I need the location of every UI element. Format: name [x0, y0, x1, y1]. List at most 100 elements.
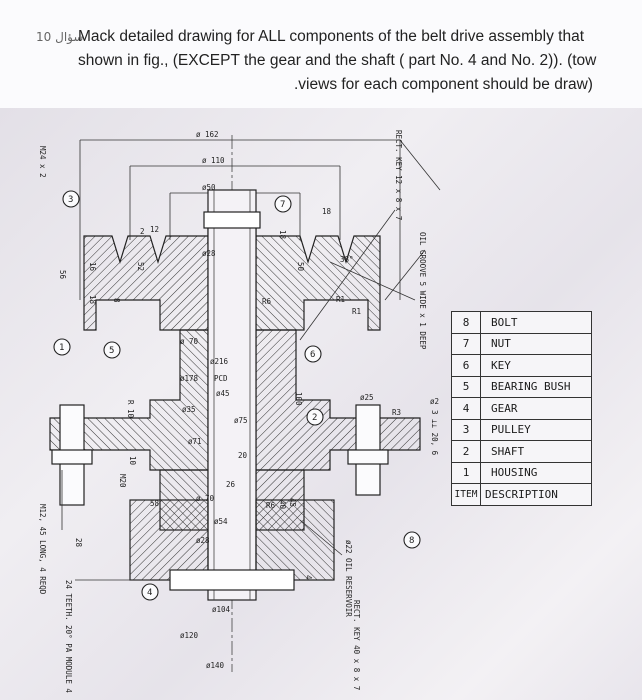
- dim-d2: ø2: [430, 397, 439, 406]
- assembly-drawing: ø 162 ø 110 ø50 ø28 ø 70 ø216 ø178 PCD ø…: [38, 130, 441, 693]
- note-oil-groove: OIL GROOVE 5 WIDE x 1 DEEP: [418, 232, 427, 350]
- dim-r10: R 10: [126, 400, 135, 419]
- balloon-7-label: 7: [280, 200, 285, 210]
- item-description: PULLEY: [480, 418, 592, 441]
- dim-56: 56: [58, 270, 67, 280]
- balloon-1: 1: [53, 338, 71, 356]
- dim-40: 40: [278, 500, 287, 510]
- dim-d25: ø25: [360, 393, 374, 402]
- balloon-2-label: 2: [312, 413, 317, 423]
- leader-lines: [61, 209, 416, 581]
- top-nut: [203, 211, 261, 229]
- question-number: 10 سؤال: [36, 30, 84, 44]
- dim-50: 50: [296, 262, 305, 272]
- dim-100: 100: [294, 392, 303, 406]
- dim-16: 16: [88, 262, 97, 272]
- bolts: [51, 404, 389, 506]
- item-description: SHAFT: [480, 440, 592, 463]
- item-number: 2: [451, 440, 481, 463]
- dim-d28a: ø28: [202, 249, 216, 258]
- dim-58: 58: [150, 499, 160, 508]
- dim-d110: ø 110: [202, 156, 225, 165]
- balloon-5: 5: [103, 341, 121, 359]
- dim-18c: 18: [278, 230, 287, 240]
- dim-8: 8: [112, 298, 121, 303]
- dim-m20: M20: [118, 474, 127, 488]
- balloon-4: 4: [141, 583, 159, 601]
- dim-r1b: R1: [352, 307, 361, 316]
- balloon-2: 2: [306, 408, 324, 426]
- balloon-3-label: 3: [68, 195, 73, 205]
- question-header: 10 سؤال Mack detailed drawing for ALL co…: [0, 0, 642, 108]
- dim-d70b: ø 70: [196, 494, 215, 503]
- shaft: [207, 189, 257, 601]
- dim-2: 2: [140, 227, 145, 236]
- dim-26: 26: [226, 480, 236, 489]
- note-thread: M24 x 2: [38, 146, 47, 178]
- balloon-3: 3: [62, 190, 80, 208]
- balloon-1-label: 1: [59, 343, 64, 353]
- dim-d70a: ø 70: [180, 337, 199, 346]
- gear-section: [129, 499, 335, 591]
- balloon-6-label: 6: [310, 350, 315, 360]
- item-description: BEARING BUSH: [480, 375, 592, 398]
- dim-20: 20: [238, 451, 248, 460]
- dim-d120: ø120: [180, 631, 199, 640]
- balloon-8-label: 8: [409, 536, 414, 546]
- item-number: 4: [451, 397, 481, 420]
- dim-r1a: R1: [336, 295, 345, 304]
- item-number: 5: [451, 375, 481, 398]
- question-text-line-1: Mack detailed drawing for ALL components…: [78, 28, 585, 45]
- dim-d162: ø 162: [196, 130, 219, 139]
- dim-d104: ø104: [212, 605, 231, 614]
- dim-r3: R3: [392, 408, 401, 417]
- item-number: 7: [451, 332, 481, 355]
- dim-12: 12: [150, 225, 159, 234]
- dim-18a: 18: [88, 295, 97, 305]
- dim-d140: ø140: [206, 661, 225, 670]
- dim-d75: ø75: [234, 416, 248, 425]
- balloon-6: 6: [304, 345, 322, 363]
- top-dimension-lines: [79, 139, 441, 301]
- dim-d50: ø50: [202, 183, 216, 192]
- dim-d35: ø35: [182, 405, 196, 414]
- balloon-8: 8: [403, 531, 421, 549]
- item-number: 8: [451, 311, 481, 334]
- item-description: NUT: [480, 332, 592, 355]
- item-description: KEY: [480, 354, 592, 377]
- item-number: 3: [451, 418, 481, 441]
- dim-18b: 18: [322, 207, 332, 216]
- item-number: 6: [451, 354, 481, 377]
- item-number: 1: [451, 461, 481, 484]
- dim-d54: ø54: [214, 517, 228, 526]
- question-text-line-3: .views for each component should be draw…: [294, 76, 593, 93]
- item-description: BOLT: [480, 311, 592, 334]
- dim-10: 10: [128, 456, 137, 466]
- balloon-4-label: 4: [147, 588, 152, 598]
- dim-45: 45: [288, 498, 297, 507]
- balloon-7: 7: [274, 195, 292, 213]
- dim-r6a: R6: [262, 297, 272, 306]
- dim-pcd: PCD: [214, 374, 228, 383]
- item-description: HOUSING: [480, 461, 592, 484]
- dim-d45: ø45: [216, 389, 230, 398]
- note-key1: RECT. KEY 12 x 8 x 7: [394, 130, 403, 220]
- note-tooth: 3 ⊥⊥ 20, 6: [430, 410, 439, 456]
- item-description: GEAR: [480, 397, 592, 420]
- note-bolt: M12, 45 LONG, 4 REQD: [38, 504, 47, 595]
- dim-4b: 4: [304, 575, 313, 580]
- item-header: ITEM: [451, 483, 481, 506]
- question-text-line-2: shown in fig., (EXCEPT the gear and the …: [78, 52, 597, 69]
- dim-52: 52: [136, 262, 145, 271]
- dim-d71: ø71: [188, 437, 202, 446]
- dim-28: 28: [74, 538, 83, 548]
